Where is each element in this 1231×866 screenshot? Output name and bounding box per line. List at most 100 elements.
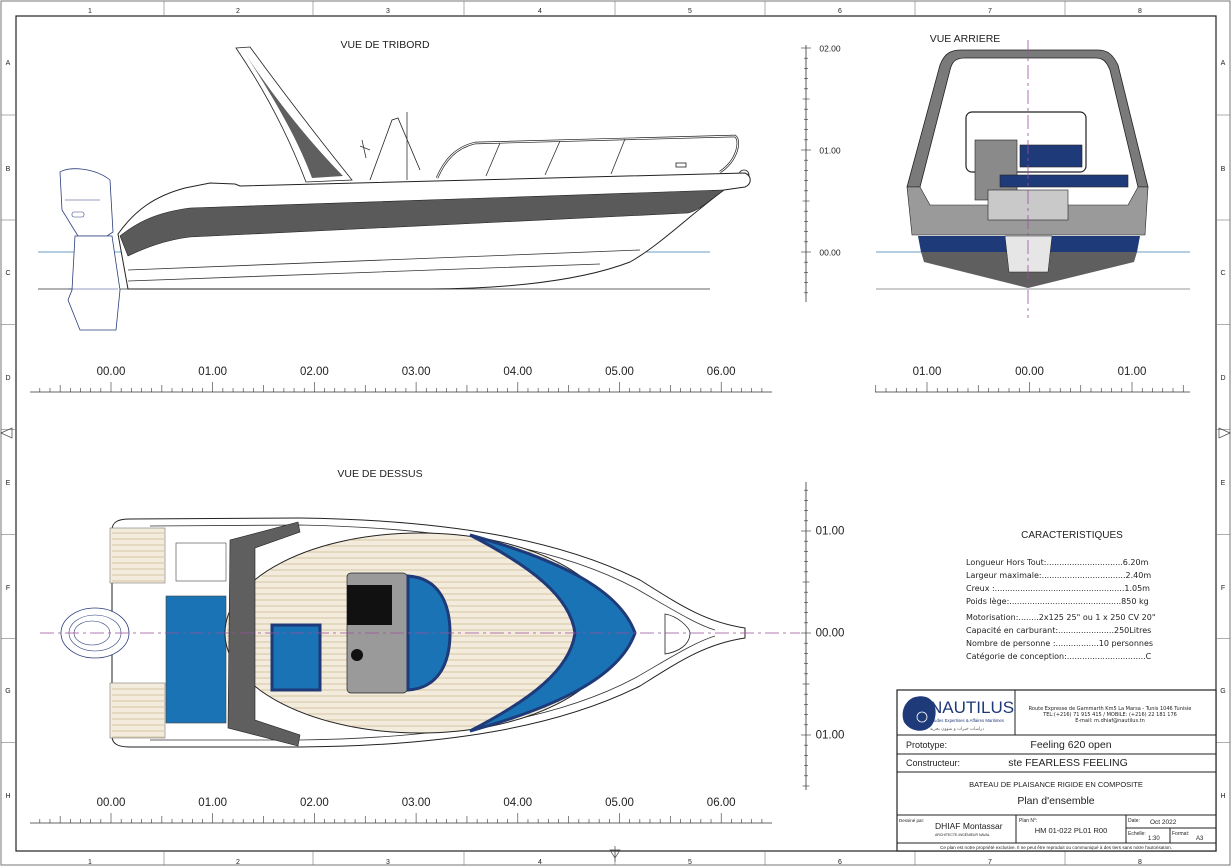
ruler-label: 01.00: [913, 366, 942, 378]
grid-column-label: 4: [538, 859, 542, 866]
grid-column-label: 5: [688, 8, 692, 15]
ruler-label: 00.00: [1015, 366, 1044, 378]
grid-column-label: 2: [236, 8, 240, 15]
side-vertical-ruler: 02.00 01.00 00.00: [801, 44, 841, 302]
address-line-1: Route Expresse de Gammarth Km5 La Marsa …: [1029, 706, 1192, 712]
grid-row-label: E: [6, 480, 11, 487]
grid-row-label: B: [6, 166, 11, 173]
ruler-label: 02.00: [300, 366, 329, 378]
grid-row-label: H: [1220, 793, 1225, 800]
grid-row-label: H: [5, 793, 10, 800]
scale: 1:30: [1148, 836, 1160, 842]
rail-stanchions: [485, 138, 626, 177]
centering-mark-left-icon: [0, 427, 13, 439]
grid-column-label: 4: [538, 8, 542, 15]
stern-cushion: [165, 595, 227, 724]
logo-subtitle: Etudes Expertises & Affaires Maritimes: [930, 718, 1004, 723]
ruler-label: 00.00: [97, 797, 126, 809]
grid-column-label: 6: [838, 859, 842, 866]
char-persons: Nombre de personne :.................10 …: [966, 639, 1153, 648]
stern-deck-upper: [109, 527, 166, 584]
ruler-label: 02.00: [819, 44, 841, 54]
bow-rail-inner: [436, 135, 739, 179]
grid-column-label: 1: [88, 859, 92, 866]
drawn-by-label: Dessiné par:: [899, 818, 924, 823]
disclaimer: Ce plan est notre propriété exclusive. I…: [940, 845, 1172, 850]
bow-rail: [435, 134, 739, 179]
title-block: NAUTILUS Etudes Expertises & Affaires Ma…: [896, 689, 1217, 852]
char-engine: Motorisation:........2x125 25" ou 1 x 25…: [966, 613, 1156, 622]
console-screen: [347, 585, 392, 625]
ruler-label: 02.00: [300, 797, 329, 809]
rear-transom-plate: [1004, 235, 1053, 273]
prototype-label: Prototype:: [906, 740, 947, 750]
grid-row-label: B: [1221, 166, 1226, 173]
ruler-label: 01.00: [819, 146, 841, 156]
prototype-value: Feeling 620 open: [1030, 739, 1111, 751]
ruler-label: 03.00: [402, 797, 431, 809]
console-wheel: [351, 649, 363, 661]
grid-column-label: 7: [988, 8, 992, 15]
rear-helm-seat: [1019, 144, 1083, 168]
side-view-title: VUE DE TRIBORD: [340, 39, 429, 51]
grid-row-label: F: [1221, 585, 1225, 592]
format-label: Format:: [1172, 831, 1189, 837]
rear-bench: [999, 174, 1129, 188]
drawn-by-role: ARCHITECTE-INGÉNIEUR NAVAL: [935, 832, 990, 837]
date-label: Date:: [1128, 818, 1140, 824]
ruler-label: 01.00: [816, 730, 845, 742]
stern-hatch: [175, 542, 227, 582]
date: Oct 2022: [1150, 819, 1177, 826]
ruler-label: 01.00: [198, 366, 227, 378]
description: BATEAU DE PLAISANCE RIGIDE EN COMPOSITE: [969, 780, 1143, 789]
drawn-by: DHIAF Montassar: [935, 821, 1003, 831]
side-view-drawing: [38, 46, 751, 331]
ruler-label: 06.00: [707, 797, 736, 809]
ruler-label: 00.00: [97, 366, 126, 378]
char-fuel: Capacité en carburant:..................…: [966, 625, 1151, 635]
constructeur-label: Constructeur:: [906, 758, 960, 768]
grid-row-label: F: [6, 585, 10, 592]
grid-column-label: 3: [386, 859, 390, 866]
ruler-label: 01.00: [816, 526, 845, 538]
logo-arabic: دراسات خبرات و شؤون بحرية: [930, 727, 984, 732]
grid-row-label: D: [5, 375, 10, 382]
characteristics-title: CARACTERISTIQUES: [1021, 530, 1123, 541]
ruler-label: 05.00: [605, 366, 634, 378]
char-category: Catégorie de conception:................…: [966, 651, 1152, 661]
top-view-title: VUE DE DESSUS: [337, 468, 422, 480]
characteristics-panel: CARACTERISTIQUES Longueur Hors Tout:....…: [966, 530, 1156, 661]
char-beam: Largeur maximale:.......................…: [966, 571, 1151, 580]
grid-row-label: A: [1221, 60, 1226, 67]
grid-row-label: D: [1220, 375, 1225, 382]
hull-strakes: [127, 249, 641, 282]
plan-no: HM 01-022 PL01 R00: [1035, 826, 1108, 835]
rear-view-drawing: [876, 40, 1190, 318]
logo-name: NAUTILUS: [930, 698, 1014, 717]
rear-horizontal-ruler: 01.00 00.00 01.00: [875, 366, 1190, 393]
grid-column-label: 1: [88, 8, 92, 15]
grid-column-label: 8: [1138, 8, 1142, 15]
char-weight: Poids lège:.............................…: [966, 596, 1149, 606]
ruler-label: 06.00: [707, 366, 736, 378]
t-top-frame: [235, 46, 353, 183]
scale-label: Echelle:: [1128, 831, 1146, 837]
ruler-label: 01.00: [1118, 366, 1147, 378]
plan-no-label: Plan N°:: [1019, 818, 1037, 824]
grid-row-label: C: [5, 270, 10, 277]
nautilus-logo-icon: [902, 696, 936, 731]
bow-cleat: [675, 162, 687, 168]
centering-mark-right-icon: [1218, 427, 1231, 439]
char-length: Longueur Hors Tout:.....................…: [966, 558, 1149, 567]
grid-column-label: 5: [688, 859, 692, 866]
constructeur-value: ste FEARLESS FEELING: [1008, 757, 1128, 769]
ruler-label: 00.00: [819, 248, 841, 258]
helm-seat: [270, 623, 322, 692]
grid-row-label: G: [5, 688, 10, 695]
inner-border: [15, 15, 1217, 852]
grid-row-label: C: [1220, 270, 1225, 277]
